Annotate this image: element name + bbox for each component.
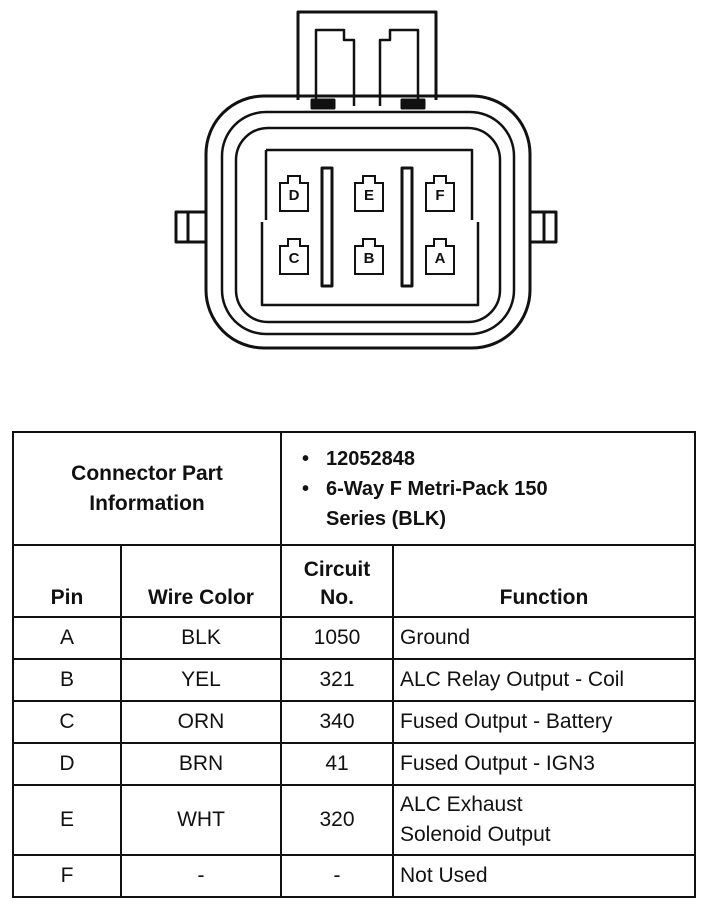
cell-function: ALC Relay Output - Coil xyxy=(391,658,697,702)
cell-pin: E xyxy=(12,784,122,856)
part-info-details-cell: 12052848 6-Way F Metri-Pack 150 Series (… xyxy=(279,431,697,546)
connector-outer-shell xyxy=(204,94,532,350)
cell-pin: D xyxy=(12,742,122,786)
part-info-title-cell: Connector Part Information xyxy=(12,431,282,546)
connector-face-diagram xyxy=(174,10,558,350)
cell-wire-color: ORN xyxy=(120,700,282,744)
table-row: D BRN 41 Fused Output - IGN3 xyxy=(12,742,697,786)
cell-function: ALC Exhaust Solenoid Output xyxy=(391,784,697,856)
table-row: C ORN 340 Fused Output - Battery xyxy=(12,700,697,744)
locking-tab-inner xyxy=(314,28,420,106)
cell-circuit: 41 xyxy=(280,742,394,786)
cell-function: Fused Output - IGN3 xyxy=(391,742,697,786)
pin-label: C xyxy=(288,250,300,267)
cell-pin: C xyxy=(12,700,122,744)
part-info-row: Connector Part Information 12052848 6-Wa… xyxy=(12,431,697,546)
part-number: 12052848 xyxy=(302,444,688,474)
part-info-list: 12052848 6-Way F Metri-Pack 150 Series (… xyxy=(288,444,688,534)
table-row: B YEL 321 ALC Relay Output - Coil xyxy=(12,658,697,702)
pin-cavity-b: B xyxy=(354,238,384,275)
pin-cavity-e: E xyxy=(354,175,384,212)
cell-circuit: 1050 xyxy=(280,616,394,660)
part-info-title-line1: Connector Part xyxy=(71,461,223,485)
col-header-wire-color: Wire Color xyxy=(120,544,282,618)
part-info-title-line2: Information xyxy=(89,491,205,515)
locking-tab xyxy=(296,10,438,100)
right-side-latch xyxy=(530,210,558,244)
cell-circuit: 340 xyxy=(280,700,394,744)
cell-function-line2: Solenoid Output xyxy=(400,823,551,846)
separator-rib-right xyxy=(400,166,414,288)
col-header-pin: Pin xyxy=(12,544,122,618)
col-header-circuit-line2: No. xyxy=(320,586,354,609)
cell-wire-color: BRN xyxy=(120,742,282,786)
cell-pin: B xyxy=(12,658,122,702)
pin-cavity-f: F xyxy=(425,175,455,212)
cell-function: Ground xyxy=(391,616,697,660)
cell-wire-color: BLK xyxy=(120,616,282,660)
part-description-line2: Series (BLK) xyxy=(326,507,447,530)
table-row: E WHT 320 ALC Exhaust Solenoid Output xyxy=(12,784,697,856)
table-row: F - - Not Used xyxy=(12,854,697,898)
left-side-latch xyxy=(174,210,206,244)
cell-function: Fused Output - Battery xyxy=(391,700,697,744)
part-description: 6-Way F Metri-Pack 150 Series (BLK) xyxy=(302,474,688,534)
cell-wire-color: - xyxy=(120,854,282,898)
pin-cavity-a: A xyxy=(425,238,455,275)
cell-circuit: 320 xyxy=(280,784,394,856)
pin-cavity-c: C xyxy=(279,238,309,275)
cell-function: Not Used xyxy=(391,854,697,898)
connector-info-table: Connector Part Information 12052848 6-Wa… xyxy=(12,431,697,898)
column-header-row: Pin Wire Color Circuit No. Function xyxy=(12,544,697,618)
pin-label: D xyxy=(288,187,300,204)
cell-pin: A xyxy=(12,616,122,660)
col-header-circuit: Circuit No. xyxy=(280,544,394,618)
pin-label: E xyxy=(363,187,374,204)
col-header-circuit-line1: Circuit xyxy=(303,558,371,581)
cell-wire-color: YEL xyxy=(120,658,282,702)
cell-wire-color: WHT xyxy=(120,784,282,856)
part-description-line1: 6-Way F Metri-Pack 150 xyxy=(326,477,548,500)
cell-pin: F xyxy=(12,854,122,898)
table-row: A BLK 1050 Ground xyxy=(12,616,697,660)
connector-shell-ring xyxy=(220,110,516,336)
pin-label: B xyxy=(363,250,375,267)
cell-circuit: - xyxy=(280,854,394,898)
separator-rib-left xyxy=(320,166,334,288)
cell-function-line1: ALC Exhaust xyxy=(400,793,523,816)
connector-inner-body xyxy=(234,126,502,324)
pin-label: A xyxy=(434,250,446,267)
pin-cavity-d: D xyxy=(279,175,309,212)
col-header-function: Function xyxy=(391,544,697,618)
pin-label: F xyxy=(435,187,445,204)
cell-circuit: 321 xyxy=(280,658,394,702)
cavity-frame xyxy=(260,148,480,307)
